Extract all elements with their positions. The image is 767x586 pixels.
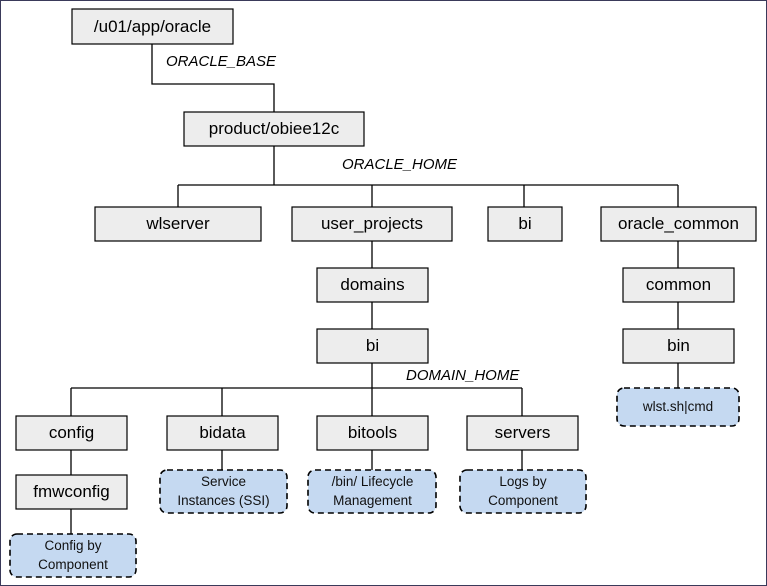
- node-servers[interactable]: servers: [466, 415, 579, 451]
- node-box-domains: [316, 267, 429, 303]
- node-label-wlst: wlst.sh|cmd: [642, 399, 713, 414]
- node-domains[interactable]: domains: [316, 267, 429, 303]
- node-label-bi: bi: [518, 214, 531, 233]
- node-label-service-instances-line2: Instances (SSI): [177, 493, 269, 508]
- node-box-config: [15, 415, 128, 451]
- node-box-servers: [466, 415, 579, 451]
- node-label-service-instances-line1: Service: [201, 474, 246, 489]
- node-box-common: [622, 267, 735, 303]
- node-box-user-projects: [291, 206, 453, 242]
- node-bin[interactable]: bin: [622, 328, 735, 364]
- node-label-common: common: [646, 275, 711, 294]
- node-label-bitools: bitools: [348, 423, 397, 442]
- node-label-product-obiee12c: product/obiee12c: [209, 119, 340, 138]
- node-wlserver[interactable]: wlserver: [94, 206, 262, 242]
- node-label-config: config: [49, 423, 94, 442]
- node-product-obiee12c[interactable]: product/obiee12c: [183, 111, 365, 147]
- node-fmwconfig[interactable]: fmwconfig: [15, 474, 128, 510]
- node-service-instances[interactable]: Service Instances (SSI): [159, 469, 288, 514]
- node-box-wlserver: [94, 206, 262, 242]
- node-box-bi-domain: [316, 328, 429, 364]
- node-bitools[interactable]: bitools: [316, 415, 429, 451]
- node-config[interactable]: config: [15, 415, 128, 451]
- node-logs-by-component[interactable]: Logs by Component: [459, 469, 587, 514]
- node-label-logs-by-component-line2: Component: [488, 493, 558, 508]
- node-box-bi: [487, 206, 563, 242]
- node-box-wlst: [616, 387, 740, 427]
- node-box-logs-by-component: [459, 469, 587, 514]
- node-box-u01-app-oracle: [71, 8, 234, 45]
- node-label-domains: domains: [340, 275, 404, 294]
- env-label-domain-home: DOMAIN_HOME: [406, 367, 520, 384]
- node-label-lifecycle-management-line1: /bin/ Lifecycle: [332, 474, 414, 489]
- node-label-user-projects: user_projects: [321, 214, 423, 233]
- node-box-config-by-component: [9, 533, 137, 578]
- node-label-config-by-component-line1: Config by: [44, 538, 101, 553]
- node-label-config-by-component-line2: Component: [38, 557, 108, 572]
- node-bi[interactable]: bi: [487, 206, 563, 242]
- node-label-lifecycle-management-line2: Management: [333, 493, 412, 508]
- node-box-bin: [622, 328, 735, 364]
- node-box-lifecycle-management: [307, 469, 437, 514]
- node-lifecycle-management[interactable]: /bin/ Lifecycle Management: [307, 469, 437, 514]
- node-label-fmwconfig: fmwconfig: [33, 482, 110, 501]
- node-box-fmwconfig: [15, 474, 128, 510]
- node-label-logs-by-component-line1: Logs by: [499, 474, 547, 489]
- node-label-wlserver: wlserver: [145, 214, 210, 233]
- node-label-bin: bin: [667, 336, 690, 355]
- edge-oraclebase-to-oraclehome: [151, 44, 275, 112]
- node-box-oracle-common: [600, 206, 757, 242]
- node-label-bidata: bidata: [199, 423, 246, 442]
- node-common[interactable]: common: [622, 267, 735, 303]
- node-bidata[interactable]: bidata: [166, 415, 279, 451]
- node-box-product-obiee12c: [183, 111, 365, 147]
- node-box-bitools: [316, 415, 429, 451]
- env-label-oracle-home: ORACLE_HOME: [342, 156, 458, 173]
- node-label-u01-app-oracle: /u01/app/oracle: [94, 17, 211, 36]
- node-oracle-common[interactable]: oracle_common: [600, 206, 757, 242]
- node-label-oracle-common: oracle_common: [618, 214, 739, 233]
- node-bi-domain[interactable]: bi: [316, 328, 429, 364]
- node-label-bi-domain: bi: [366, 336, 379, 355]
- node-label-servers: servers: [495, 423, 551, 442]
- node-wlst[interactable]: wlst.sh|cmd: [616, 387, 740, 427]
- env-label-oracle-base: ORACLE_BASE: [166, 53, 277, 70]
- node-config-by-component[interactable]: Config by Component: [9, 533, 137, 578]
- node-box-bidata: [166, 415, 279, 451]
- node-user-projects[interactable]: user_projects: [291, 206, 453, 242]
- node-u01-app-oracle[interactable]: /u01/app/oracle: [71, 8, 234, 45]
- node-box-service-instances: [159, 469, 288, 514]
